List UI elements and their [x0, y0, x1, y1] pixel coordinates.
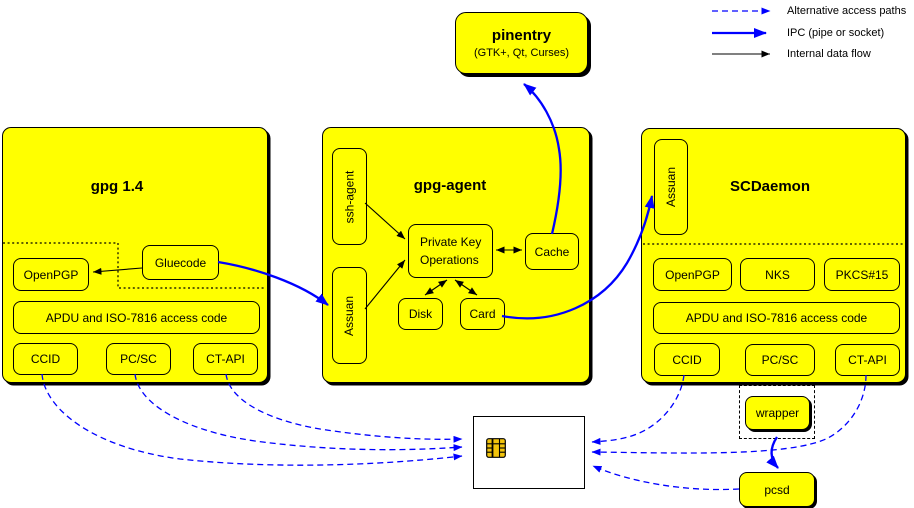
scdaemon-ccid-box: CCID — [654, 343, 720, 376]
gpg14-openpgp-box: OpenPGP — [13, 258, 89, 291]
ssh-agent-label: ssh-agent — [342, 170, 357, 223]
cache-label: Cache — [534, 244, 570, 259]
disk-label: Disk — [408, 307, 433, 321]
gpg14-apdu-box: APDU and ISO-7816 access code — [13, 301, 260, 334]
scdaemon-pcsc-label: PC/SC — [761, 353, 799, 367]
card-label: Card — [469, 307, 496, 321]
gpg14-apdu-label: APDU and ISO-7816 access code — [45, 310, 228, 325]
gpg14-title: gpg 1.4 — [90, 178, 144, 195]
gpg-agent-ssh-agent-box: ssh-agent — [332, 148, 367, 245]
ipc-wrapper-to-pcsd — [766, 436, 779, 469]
scdaemon-nks-label: NKS — [765, 267, 790, 282]
gpg14-pcsc-box: PC/SC — [106, 343, 171, 375]
pinentry-title: pinentry — [491, 27, 552, 44]
gpg14-ctapi-label: CT-API — [206, 352, 245, 366]
alt-gpg14-ctapi-to-card — [225, 373, 463, 443]
private-key-ops-line1: Private Key — [420, 235, 482, 249]
gpg-agent-title: gpg-agent — [413, 177, 487, 194]
scdaemon-pkcs15-box: PKCS#15 — [824, 258, 900, 291]
scdaemon-assuan-label: Assuan — [664, 166, 678, 208]
private-key-operations-box: Private Key Operations — [408, 224, 493, 278]
alt-gpg14-ccid-to-card — [41, 373, 463, 466]
scdaemon-pcsc-box: PC/SC — [745, 344, 815, 376]
scdaemon-ctapi-label: CT-API — [848, 353, 887, 367]
wrapper-label: wrapper — [755, 406, 800, 420]
gpg14-gluecode-label: Gluecode — [154, 255, 207, 270]
gpg-agent-assuan-box: Assuan — [332, 267, 367, 364]
gpg14-ccid-box: CCID — [13, 343, 78, 375]
legend-alt-access-label: Alternative access paths — [787, 5, 907, 17]
scdaemon-title: SCDaemon — [729, 178, 811, 195]
scdaemon-apdu-label: APDU and ISO-7816 access code — [685, 311, 868, 325]
pinentry-subtitle: (GTK+, Qt, Curses) — [473, 47, 570, 59]
scdaemon-apdu-box: APDU and ISO-7816 access code — [653, 302, 900, 334]
pinentry-box: pinentry (GTK+, Qt, Curses) — [455, 12, 588, 74]
scdaemon-assuan-box: Assuan — [654, 139, 688, 235]
legend-internal-flow-label: Internal data flow — [787, 48, 871, 60]
disk-box: Disk — [398, 298, 443, 330]
legend-ipc-label: IPC (pipe or socket) — [787, 27, 885, 39]
smartcard-chip-icon — [486, 438, 506, 458]
scdaemon-openpgp-box: OpenPGP — [653, 258, 732, 291]
card-box: Card — [460, 298, 505, 330]
scdaemon-ctapi-box: CT-API — [835, 344, 900, 376]
scdaemon-nks-box: NKS — [740, 258, 815, 291]
gpg14-openpgp-label: OpenPGP — [23, 267, 79, 282]
scdaemon-openpgp-label: OpenPGP — [665, 267, 720, 282]
private-key-ops-line2: Operations — [420, 253, 479, 267]
alt-pcsd-to-card — [592, 465, 740, 491]
gpg14-ctapi-box: CT-API — [193, 343, 258, 375]
gpg14-ccid-label: CCID — [30, 352, 61, 366]
pcsd-box: pcsd — [739, 472, 815, 507]
alt-scdaemon-ctapi-to-card — [591, 374, 867, 456]
wrapper-box: wrapper — [745, 396, 810, 430]
gpg-agent-assuan-label: Assuan — [342, 295, 357, 336]
smartcard — [473, 416, 585, 489]
alt-scdaemon-ccid-to-card — [591, 374, 685, 445]
gpg14-pcsc-label: PC/SC — [120, 352, 157, 366]
gpg14-gluecode-box: Gluecode — [142, 245, 219, 280]
alt-gpg14-pcsc-to-card — [134, 373, 463, 452]
pcsd-label: pcsd — [764, 482, 790, 497]
scdaemon-pkcs15-label: PKCS#15 — [835, 267, 889, 282]
cache-box: Cache — [525, 233, 579, 270]
scdaemon-ccid-label: CCID — [672, 352, 702, 367]
